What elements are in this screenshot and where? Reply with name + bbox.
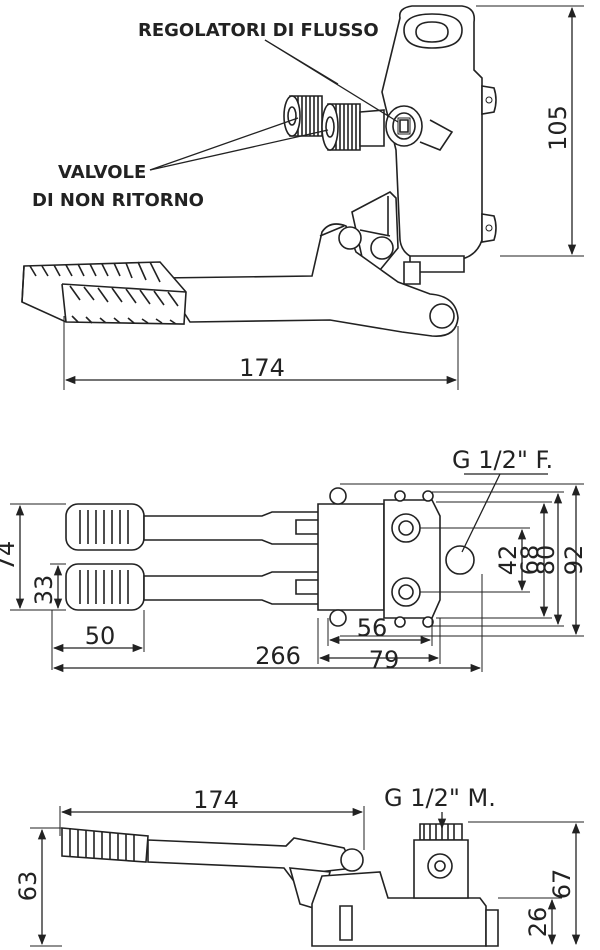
- label-check-valves-1: VALVOLE: [58, 162, 146, 183]
- dim-266: 266: [255, 642, 301, 670]
- callout-line: [149, 129, 329, 171]
- dim-68: 68: [516, 545, 544, 576]
- inlet-port: [445, 545, 475, 575]
- label-flow-regulators: REGOLATORI DI FLUSSO: [138, 20, 379, 41]
- dim-42: 42: [494, 545, 522, 576]
- callout-line: [149, 117, 299, 171]
- base-plate: [317, 503, 385, 611]
- dim-50: 50: [85, 622, 116, 650]
- check-valve-right: [321, 103, 385, 151]
- plan-view: G 1/2" F. 74 33 50 56 79 266 42 68 80 92: [0, 446, 588, 674]
- label-check-valves-2: DI NON RITORNO: [32, 190, 204, 211]
- thread-label-f: G 1/2" F.: [452, 446, 553, 474]
- perspective-view: REGOLATORI DI FLUSSO VALVOLE DI NON RITO…: [21, 5, 584, 390]
- dim-67: 67: [548, 869, 576, 900]
- dim-92: 92: [560, 545, 588, 576]
- dim-174-side: 174: [193, 786, 239, 814]
- callout-line: [264, 39, 399, 123]
- flow-regulator-knob: [385, 105, 423, 147]
- dim-63: 63: [14, 871, 42, 902]
- side-pedal: [61, 827, 364, 912]
- pedal-upper: [65, 503, 357, 551]
- dim-26: 26: [524, 907, 552, 938]
- side-view: G 1/2" M. 174 63 67 26: [14, 784, 584, 947]
- pedal-lever: [158, 223, 459, 337]
- dim-56: 56: [357, 614, 388, 642]
- dim-105: 105: [544, 105, 572, 151]
- side-body: [311, 823, 499, 947]
- valve-body: [381, 5, 497, 285]
- dim-79: 79: [369, 646, 400, 674]
- dim-80: 80: [532, 545, 560, 576]
- thread-label-m: G 1/2" M.: [384, 784, 496, 812]
- pedal-grip: [21, 261, 187, 325]
- dim-74: 74: [0, 541, 20, 572]
- check-valve-left: [283, 95, 323, 137]
- pedal-lower: [65, 563, 357, 611]
- dim-33: 33: [30, 575, 58, 606]
- dim-174-top: 174: [239, 354, 285, 382]
